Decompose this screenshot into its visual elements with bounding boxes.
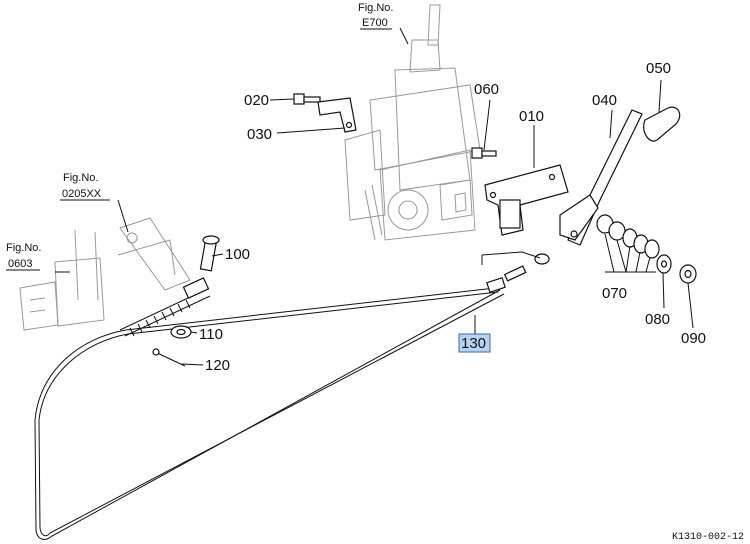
fig-ref-code: 0205XX: [62, 188, 102, 200]
part-060-bolt: [471, 147, 497, 159]
fig-ref-label: Fig.No.: [358, 2, 393, 14]
part-090-nut: [679, 264, 697, 284]
drawing-code: K1310-002-12: [672, 532, 744, 543]
fig-ref-0205xx: Fig.No. 0205XX: [60, 172, 110, 201]
ghost-steering-column: [344, 4, 481, 241]
callout-130-highlight: [458, 333, 491, 353]
leader-lines: [55, 27, 694, 366]
ghost-upper-bracket: [117, 217, 191, 291]
part-080-washer: [656, 254, 672, 274]
part-070-washer-stack: [596, 214, 660, 259]
callout-130[interactable]: 130: [461, 335, 486, 352]
part-020-bolt: [293, 93, 321, 105]
fig-ref-0603: Fig.No. 0603: [6, 242, 41, 271]
fig-ref-code: 0603: [8, 258, 32, 270]
callout-030: 030: [247, 126, 272, 143]
fig-ref-label: Fig.No.: [6, 242, 41, 254]
fig-ref-label: Fig.No.: [63, 172, 98, 184]
callout-050: 050: [646, 60, 671, 77]
part-030-bracket: [317, 97, 357, 133]
part-010-bracket: [484, 164, 569, 236]
callout-060: 060: [474, 81, 499, 98]
callout-040: 040: [592, 92, 617, 109]
callout-110: 110: [199, 326, 223, 343]
part-050-knob: [643, 106, 681, 142]
cable-assembly: [34, 253, 550, 540]
callout-080: 080: [645, 311, 670, 328]
callout-120: 120: [205, 357, 230, 374]
part-110-washer: [170, 325, 192, 339]
callout-070: 070: [602, 285, 627, 302]
callout-100: 100: [225, 246, 250, 263]
callout-090: 090: [681, 330, 706, 347]
part-120-cotter-pin: [152, 348, 186, 367]
callout-010: 010: [519, 108, 544, 125]
callout-020: 020: [244, 92, 269, 109]
fig-ref-code: E700: [362, 17, 388, 29]
part-040-lever: [559, 109, 643, 246]
ghost-left-bracket: [19, 229, 105, 331]
part-100-pin: [199, 235, 220, 272]
fig-ref-e700: Fig.No. E700: [358, 2, 393, 30]
